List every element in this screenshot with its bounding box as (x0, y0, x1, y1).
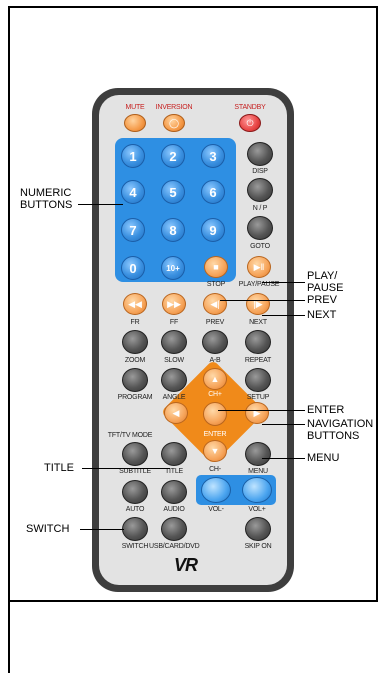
goto-label: GOTO (235, 243, 285, 250)
tft-tv-mode-label: TFT/TV MODE (105, 432, 155, 439)
repeat-label: REPEAT (233, 357, 283, 364)
left-button[interactable]: ◀ (164, 402, 188, 424)
angle-button[interactable] (161, 368, 187, 392)
up-arrow-icon: ▲ (211, 374, 220, 384)
inversion-button[interactable]: ◯ (163, 114, 185, 132)
next-leader-line (262, 315, 305, 316)
right-button[interactable]: ▶ (245, 402, 269, 424)
fr-button[interactable]: ◀◀ (123, 293, 147, 315)
ch-up-label: CH+ (190, 391, 240, 398)
inversion-label: INVERSION (149, 104, 199, 111)
play-pause-icon: ▶‖ (254, 262, 265, 273)
skip-on-label: SKIP ON (233, 543, 283, 550)
setup-button[interactable] (245, 368, 271, 392)
number-7-button[interactable]: 7 (121, 218, 145, 242)
play-pause-button[interactable]: ▶‖ (247, 256, 271, 278)
prev-button[interactable]: ◀| (203, 293, 227, 315)
number-5-button[interactable]: 5 (161, 180, 185, 204)
auto-button[interactable] (122, 480, 148, 504)
vol-up-label: VOL+ (232, 506, 282, 513)
np-button[interactable] (247, 178, 273, 202)
title-leader-line (82, 468, 170, 469)
enter-label: ENTER (190, 431, 240, 438)
subtitle-button[interactable] (122, 442, 148, 466)
enter-leader-line (218, 410, 305, 411)
number-6-button[interactable]: 6 (201, 180, 225, 204)
a-b-button[interactable] (202, 330, 228, 354)
inversion-icon: ◯ (169, 118, 179, 129)
audio-button[interactable] (161, 480, 187, 504)
standby-button[interactable]: ⏻ (239, 114, 261, 132)
number-3-button[interactable]: 3 (201, 144, 225, 168)
play-pause-callout: PLAY/ PAUSE (307, 270, 343, 294)
disp-button[interactable] (247, 142, 273, 166)
number-9-button[interactable]: 9 (201, 218, 225, 242)
menu-callout: MENU (307, 452, 339, 464)
frame-bottom-border (8, 600, 378, 602)
numeric-buttons-callout: NUMERIC BUTTONS (20, 187, 72, 211)
title-label: TITLE (149, 468, 199, 475)
disp-label: DISP (235, 168, 285, 175)
setup-label: SETUP (233, 394, 283, 401)
title-button[interactable] (161, 442, 187, 466)
rewind-icon: ◀◀ (128, 299, 142, 310)
standby-label: STANDBY (225, 104, 275, 111)
next-label: NEXT (233, 319, 283, 326)
mute-button[interactable] (124, 114, 146, 132)
menu-button[interactable] (245, 442, 271, 466)
ff-button[interactable]: ▶▶ (162, 293, 186, 315)
prev-callout: PREV (307, 294, 337, 306)
stop-icon: ■ (213, 262, 218, 272)
navigation-buttons-callout: NAVIGATION BUTTONS (307, 418, 373, 442)
switch-button[interactable] (122, 517, 148, 541)
prev-icon: ◀| (210, 299, 219, 310)
number-10-plus-button[interactable]: 10+ (161, 256, 185, 280)
repeat-button[interactable] (245, 330, 271, 354)
enter-callout: ENTER (307, 404, 344, 416)
vol-down-button[interactable] (201, 477, 231, 503)
number-4-button[interactable]: 4 (121, 180, 145, 204)
program-button[interactable] (122, 368, 148, 392)
play-pause-leader-line (262, 282, 305, 283)
next-callout: NEXT (307, 309, 336, 321)
navigation-buttons-leader-line (262, 424, 305, 425)
frame-top-border (8, 6, 378, 8)
number-2-button[interactable]: 2 (161, 144, 185, 168)
slow-button[interactable] (161, 330, 187, 354)
menu-leader-line (262, 458, 305, 459)
stop-button[interactable]: ■ (204, 256, 228, 278)
ch-down-button[interactable]: ▼ (203, 440, 227, 462)
switch-leader-line (80, 529, 124, 530)
goto-button[interactable] (247, 216, 273, 240)
prev-leader-line (220, 300, 305, 301)
title-callout: TITLE (44, 462, 74, 474)
down-arrow-icon: ▼ (211, 446, 220, 456)
left-arrow-icon: ◀ (173, 408, 180, 419)
frame-left-border (8, 6, 10, 673)
power-icon: ⏻ (246, 118, 253, 129)
next-button[interactable]: |▶ (246, 293, 270, 315)
vol-up-button[interactable] (242, 477, 272, 503)
skip-on-button[interactable] (245, 517, 271, 541)
zoom-button[interactable] (122, 330, 148, 354)
usb-card-dvd-button[interactable] (161, 517, 187, 541)
np-label: N / P (235, 205, 285, 212)
numeric-buttons-leader-line (78, 204, 123, 205)
switch-callout: SWITCH (26, 523, 69, 535)
frame-right-border (376, 6, 378, 602)
number-8-button[interactable]: 8 (161, 218, 185, 242)
number-0-button[interactable]: 0 (121, 256, 145, 280)
usb-card-dvd-label: USB/CARD/DVD (149, 543, 199, 550)
enter-button[interactable] (203, 402, 227, 426)
ch-up-button[interactable]: ▲ (203, 368, 227, 390)
fast-forward-icon: ▶▶ (167, 299, 181, 310)
vr-logo: VR (174, 555, 197, 576)
number-1-button[interactable]: 1 (121, 144, 145, 168)
menu-label: MENU (233, 468, 283, 475)
